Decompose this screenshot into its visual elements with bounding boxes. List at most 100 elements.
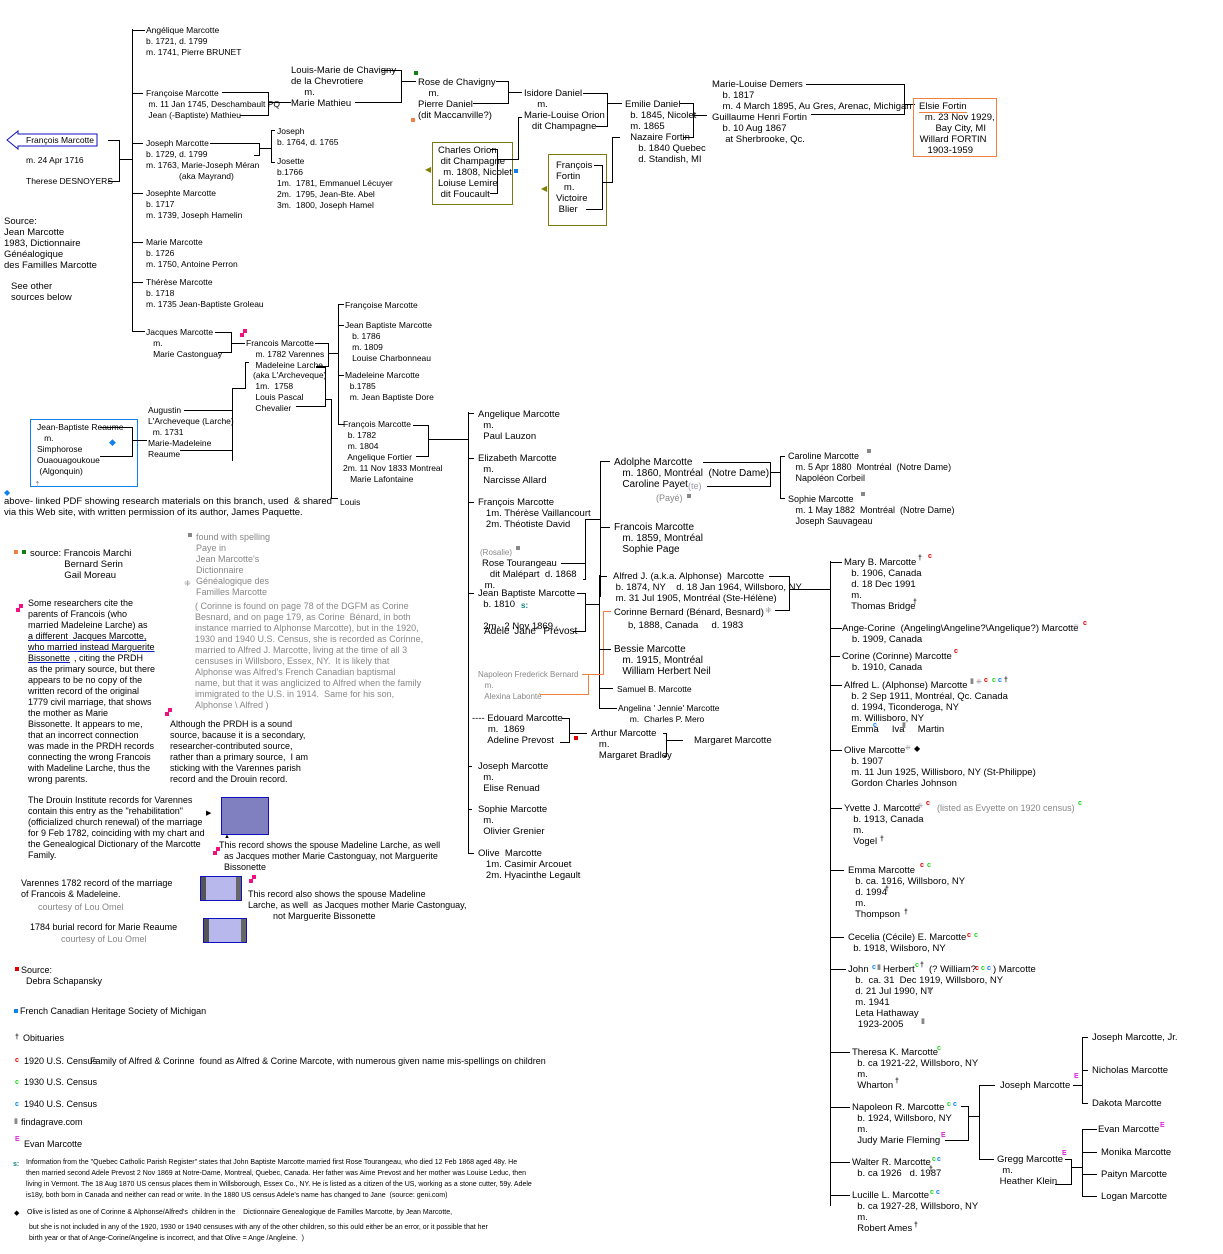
child-yvette: Yvette J. Marcotte <box>844 803 921 814</box>
child-napoleon-r: Napoleon R. Marcotte <box>852 1102 945 1113</box>
census-1920-icon: c <box>967 932 971 939</box>
census-1940-legend-icon: c <box>15 1101 19 1108</box>
dagger-icon: ⁜ <box>917 803 923 810</box>
evan-legend-icon: E <box>15 1136 20 1143</box>
different-jacques-link[interactable]: a different Jacques Marcotte, who marrie… <box>28 631 155 663</box>
child-angelique-lauzon: Angelique Marcotte m. Paul Lauzon <box>478 409 560 442</box>
left-arrow-icon-2[interactable]: ◀ <box>541 184 548 193</box>
charles-orion-box <box>432 142 513 205</box>
findagrave-icon: ▮ <box>970 678 974 685</box>
source-marker-orange <box>411 118 415 122</box>
corinne-dates: b, 1888, Canada d. 1983 <box>628 620 744 631</box>
corinne-bernard: Corinne Bernard (Bénard, Besnard) <box>614 607 764 618</box>
child-cecelia: Cecelia (Cécile) E. Marcotte <box>848 932 967 943</box>
augustin-larche: Augustin L'Archeveque (Larche) m. 1731 M… <box>148 405 234 459</box>
burial-record-thumbnail[interactable] <box>203 918 247 943</box>
dotted-up-arrow-icon: ⇡ <box>34 480 41 489</box>
census-1930-icon: c <box>974 932 978 939</box>
cecelia-details: b. 1918, Wilsboro, NY <box>848 943 946 954</box>
grandchild-josette: Josette b.1766 1m. 1781, Emmanuel Lécuye… <box>277 156 393 210</box>
census-1930-legend-icon: c <box>15 1079 19 1086</box>
census-1930-icon: c <box>915 962 919 969</box>
root-person[interactable]: François Marcotte <box>26 135 95 145</box>
back-arrow-icon <box>6 130 98 150</box>
francois-marcotte-1859: Francois Marcotte m. 1859, Montréal Soph… <box>614 522 703 555</box>
quebec-register-note: Information from the "Quebec Catholic Pa… <box>26 1159 532 1199</box>
charles-orion: Charles Orion dit Champagne m. 1808, Nic… <box>438 145 512 200</box>
bessie-marcotte: Bessie Marcotte m. 1915, Montréal Willia… <box>614 644 711 677</box>
olive-note-1: Olive is listed as one of Corinne & Alph… <box>27 1209 453 1216</box>
john-details: b. ca. 31 Dec 1919, Willsboro, NY d. 21 … <box>855 975 1004 1030</box>
louis-marie-chavigny: Louis-Marie de Chavigny de la Chevrotier… <box>291 65 397 109</box>
ange-corine-details: b. 1909, Canada <box>844 634 923 645</box>
quebec-register-icon: s: <box>13 1161 20 1168</box>
adolphe-marcotte: Adolphe Marcotte m. 1860, Montréal (Notr… <box>614 457 770 490</box>
marie-louise-demers: Marie-Louise Demers b. 1817 m. 4 March 1… <box>712 79 912 145</box>
adele-prevost: Adèle 'Jane' Prévost <box>484 626 578 637</box>
child-josephte: Josephte Marcotte b. 1717 m. 1739, Josep… <box>146 188 243 220</box>
caroline-marcotte: Caroline Marcotte m. 5 Apr 1880 Montréal… <box>788 451 952 483</box>
child-francois-1782: François Marcotte b. 1782 m. 1804 Angeli… <box>343 419 443 484</box>
marchi-source: source: Francois Marchi Bernard Serin Ga… <box>30 548 132 581</box>
evan-source-icon: E <box>1160 1122 1165 1129</box>
obit-icon: † <box>914 1222 918 1229</box>
courtesy-lou-omel: courtesy of Lou Omel <box>38 902 124 912</box>
rosalie-note: (Rosalie) <box>480 548 513 557</box>
paye-spelling-note: found with spelling Paye in Jean Marcott… <box>196 532 271 597</box>
census-1920-icon: c <box>954 648 958 655</box>
alfred-j-marcotte: Alfred J. (a.k.a. Alphonse) Marcotte b. … <box>613 571 802 604</box>
root-marriage: m. 24 Apr 1716 <box>26 155 84 165</box>
census-1930-icon: c <box>1078 800 1082 807</box>
elsie-fortin[interactable]: Elsie Fortin <box>919 101 967 113</box>
census-1920-legend: 1920 U.S. Census <box>24 1056 98 1066</box>
obit-icon: † <box>918 555 922 562</box>
grandchild-joseph: Joseph b. 1764, d. 1765 <box>277 126 339 147</box>
findagrave-icon: ▮ <box>902 722 906 729</box>
census-1940-icon: c <box>873 722 877 729</box>
dakota-marcotte: Dakota Marcotte <box>1092 1098 1162 1109</box>
debra-source: Source: Debra Schapansky <box>21 965 103 986</box>
corinne-note: ( Corinne is found on page 78 of the DGF… <box>195 601 424 710</box>
census-1920-icon: c <box>1083 620 1087 627</box>
evan-source-icon: E <box>1062 1150 1067 1157</box>
samuel-marcotte: Samuel B. Marcotte <box>617 684 692 694</box>
rose-de-chavigny: Rose de Chavigny m. Pierre Daniel (dit M… <box>418 77 496 121</box>
john-william: (? William? <box>929 964 976 975</box>
arthur-marcotte: Arthur Marcotte m. Margaret Bradley <box>591 728 672 761</box>
elsie-fortin-box <box>913 98 997 157</box>
record-note-1: This record shows the spouse Madeline La… <box>219 840 441 872</box>
left-arrow-icon[interactable]: ◀ <box>425 165 432 174</box>
obit-icon: † <box>895 1078 899 1085</box>
up-arrow-icon: ▲ <box>224 834 230 840</box>
evan-source-icon: E <box>1074 1073 1079 1080</box>
dagger-icon: ⁜ <box>905 745 911 752</box>
census-1930-icon: c <box>937 1045 941 1052</box>
paityn-marcotte: Paityn Marcotte <box>1101 1169 1167 1180</box>
dagger-icon: ⁜ <box>976 679 982 686</box>
joseph-marcotte-sr: Joseph Marcotte <box>1000 1080 1071 1091</box>
evan-marcotte: Evan Marcotte <box>1098 1124 1160 1135</box>
varennes-record-thumbnail[interactable] <box>200 876 242 901</box>
census-1940-icon: c <box>936 1189 940 1196</box>
child-francois-vaillancourt: François Marcotte 1m. Thérèse Vaillancou… <box>478 497 591 530</box>
dagger-icon: ⁜ <box>1073 624 1079 631</box>
monika-marcotte: Monika Marcotte <box>1101 1147 1172 1158</box>
emilie-daniel: Emilie Daniel b. 1845, Nicolet m. 1865 N… <box>625 99 706 165</box>
emma-details: b. ca. 1916, Willsboro, NY d. 1994 m. Th… <box>855 876 966 920</box>
child-jacques: Jacques Marcotte m. Marie Castonguay <box>146 327 223 359</box>
census-1930-icon: c <box>981 965 985 972</box>
findagrave-legend: findagrave.com <box>21 1117 83 1127</box>
root-arrow[interactable]: François Marcotte <box>6 130 98 150</box>
census-1940-icon: c <box>937 1156 941 1163</box>
drouin-record-thumbnail[interactable] <box>221 797 269 835</box>
pdf-link-icon[interactable]: ◆ <box>109 437 116 447</box>
census-1920-icon: c <box>984 677 988 684</box>
findagrave-legend-icon: ▮ <box>14 1118 18 1125</box>
child-lucille-l: Lucille L. Marcotte <box>852 1190 930 1201</box>
child-joseph-renuad: Joseph Marcotte m. Elise Renuad <box>478 761 549 794</box>
child-francoise: Françoise Marcotte m. 11 Jan 1745, Desch… <box>146 88 281 120</box>
joseph-marcotte-jr: Joseph Marcotte, Jr. <box>1092 1032 1178 1043</box>
drouin-note: The Drouin Institute records for Varenne… <box>28 795 205 860</box>
napoleon-frederick-bernard: Napoleon Frederick Bernard m. Alexina La… <box>478 670 579 701</box>
obit-legend: Obituaries <box>23 1033 65 1043</box>
